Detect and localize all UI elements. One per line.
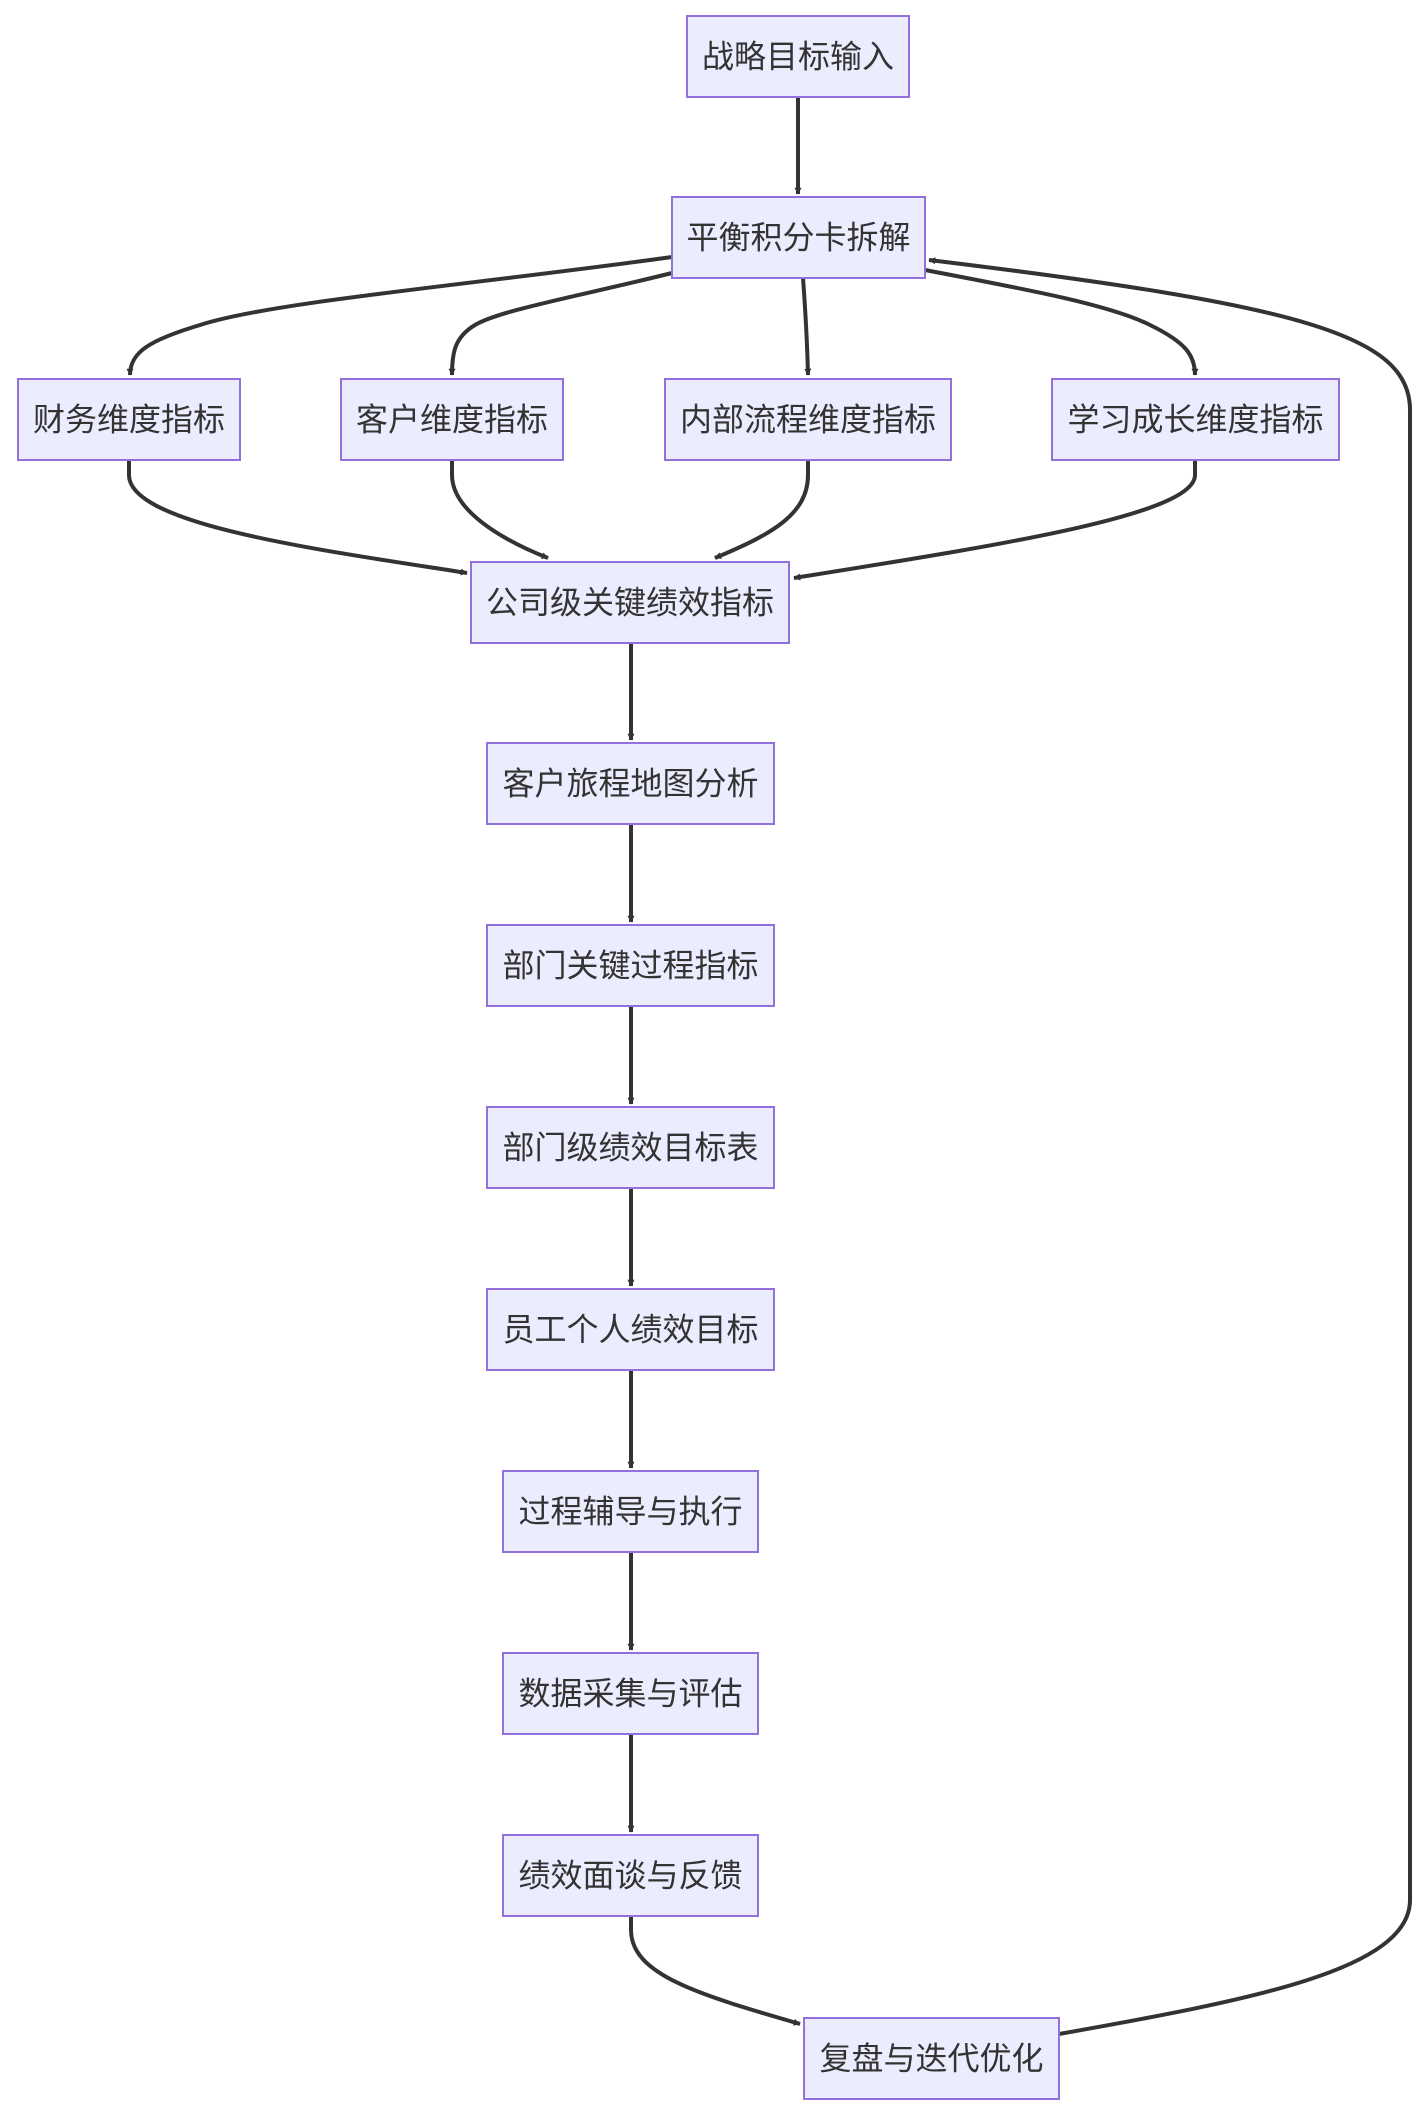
node-box (671, 196, 926, 279)
node-label: 客户维度指标 (356, 401, 548, 439)
node-label: 数据采集与评估 (518, 1675, 742, 1713)
node-label: 部门关键过程指标 (502, 947, 758, 985)
node-f: 部门关键过程指标 (486, 924, 775, 1007)
node-label: 战略目标输入 (702, 38, 894, 76)
edge-b-to-c4 (924, 268, 1199, 376)
node-label: 绩效面谈与反馈 (518, 1857, 742, 1895)
node-label: 学习成长维度指标 (1067, 401, 1323, 439)
node-i: 过程辅导与执行 (502, 1470, 759, 1553)
edge-b-to-c1 (126, 255, 673, 376)
node-a: 战略目标输入 (686, 15, 910, 98)
node-box (1051, 378, 1340, 461)
edge-k-to-l (629, 1916, 801, 2026)
node-box (17, 378, 241, 461)
node-box (486, 1106, 775, 1189)
node-label: 公司级关键绩效指标 (486, 584, 774, 622)
node-label: 过程辅导与执行 (518, 1493, 742, 1531)
node-box (803, 2017, 1060, 2100)
node-label: 内部流程维度指标 (680, 401, 936, 439)
node-h: 员工个人绩效目标 (486, 1288, 775, 1371)
node-c4: 学习成长维度指标 (1051, 378, 1340, 461)
node-box (664, 378, 952, 461)
node-box (486, 742, 775, 825)
edge-b-to-c3 (801, 277, 812, 376)
node-label: 平衡积分卡拆解 (686, 219, 910, 257)
node-c2: 客户维度指标 (340, 378, 564, 461)
edge-c4-to-d (793, 460, 1197, 581)
node-g: 部门级绩效目标表 (486, 1106, 775, 1189)
node-label: 部门级绩效目标表 (502, 1129, 758, 1167)
node-b: 平衡积分卡拆解 (671, 196, 926, 279)
node-box (502, 1470, 759, 1553)
node-box (470, 561, 790, 644)
node-box (502, 1652, 759, 1735)
node-e: 客户旅程地图分析 (486, 742, 775, 825)
node-l: 复盘与迭代优化 (803, 2017, 1060, 2100)
node-label: 客户旅程地图分析 (502, 765, 758, 803)
node-d: 公司级关键绩效指标 (470, 561, 790, 644)
node-j: 数据采集与评估 (502, 1652, 759, 1735)
edge-c3-to-d (714, 460, 810, 560)
edge-c2-to-d (450, 460, 549, 560)
node-label: 员工个人绩效目标 (502, 1311, 758, 1349)
edge-c1-to-d (127, 460, 468, 576)
edges-layer (126, 97, 1412, 2036)
node-k: 绩效面谈与反馈 (502, 1834, 759, 1917)
node-label: 复盘与迭代优化 (819, 2040, 1043, 2078)
node-box (486, 924, 775, 1007)
node-box (502, 1834, 759, 1917)
edge-b-to-c2 (448, 271, 673, 376)
node-box (340, 378, 564, 461)
node-box (686, 15, 910, 98)
node-c1: 财务维度指标 (17, 378, 241, 461)
node-label: 财务维度指标 (33, 401, 225, 439)
edge-l-to-b (928, 257, 1412, 2036)
node-c3: 内部流程维度指标 (664, 378, 952, 461)
node-box (486, 1288, 775, 1371)
